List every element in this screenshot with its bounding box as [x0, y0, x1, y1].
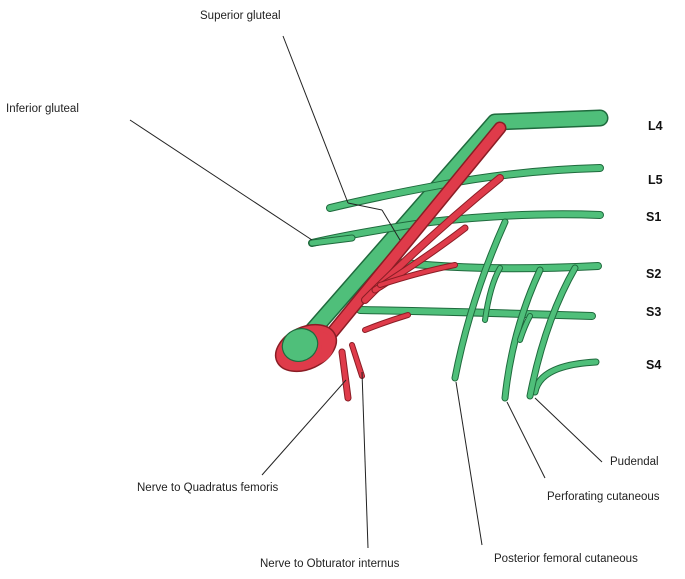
- label-inferior-gluteal: Inferior gluteal: [6, 103, 79, 115]
- leader-superior-gluteal: [282, 35, 349, 204]
- leader-obturator-internus: [361, 371, 369, 549]
- root-label-l4: L4: [648, 119, 663, 133]
- root-label-s4: S4: [646, 358, 661, 372]
- root-label-s2: S2: [646, 267, 661, 281]
- root-label-s1: S1: [646, 210, 661, 224]
- root-labels: L4 L5 S1 S2 S3 S4: [646, 119, 663, 372]
- red-nerves: [311, 121, 507, 402]
- label-posterior-femoral-cutaneous: Posterior femoral cutaneous: [494, 553, 638, 565]
- label-superior-gluteal: Superior gluteal: [200, 10, 281, 22]
- leader-inferior-gluteal: [129, 119, 313, 241]
- label-quadratus-femoris: Nerve to Quadratus femoris: [137, 482, 279, 494]
- leader-lines: [129, 35, 603, 549]
- label-perforating-cutaneous: Perforating cutaneous: [547, 491, 660, 503]
- root-label-l5: L5: [648, 173, 663, 187]
- nerve-labels: Superior gluteal Inferior gluteal Nerve …: [6, 10, 660, 570]
- label-pudendal: Pudendal: [610, 456, 659, 468]
- label-obturator-internus: Nerve to Obturator internus: [260, 558, 400, 570]
- green-nerves: [291, 109, 609, 402]
- sciatic-cut-end: [274, 323, 338, 373]
- leader-posterior-femoral-cutaneous: [455, 381, 483, 546]
- leader-perforating-cutaneous: [506, 401, 546, 479]
- leader-quadratus-femoris: [261, 379, 347, 476]
- leader-pudendal: [534, 397, 603, 463]
- root-label-s3: S3: [646, 305, 661, 319]
